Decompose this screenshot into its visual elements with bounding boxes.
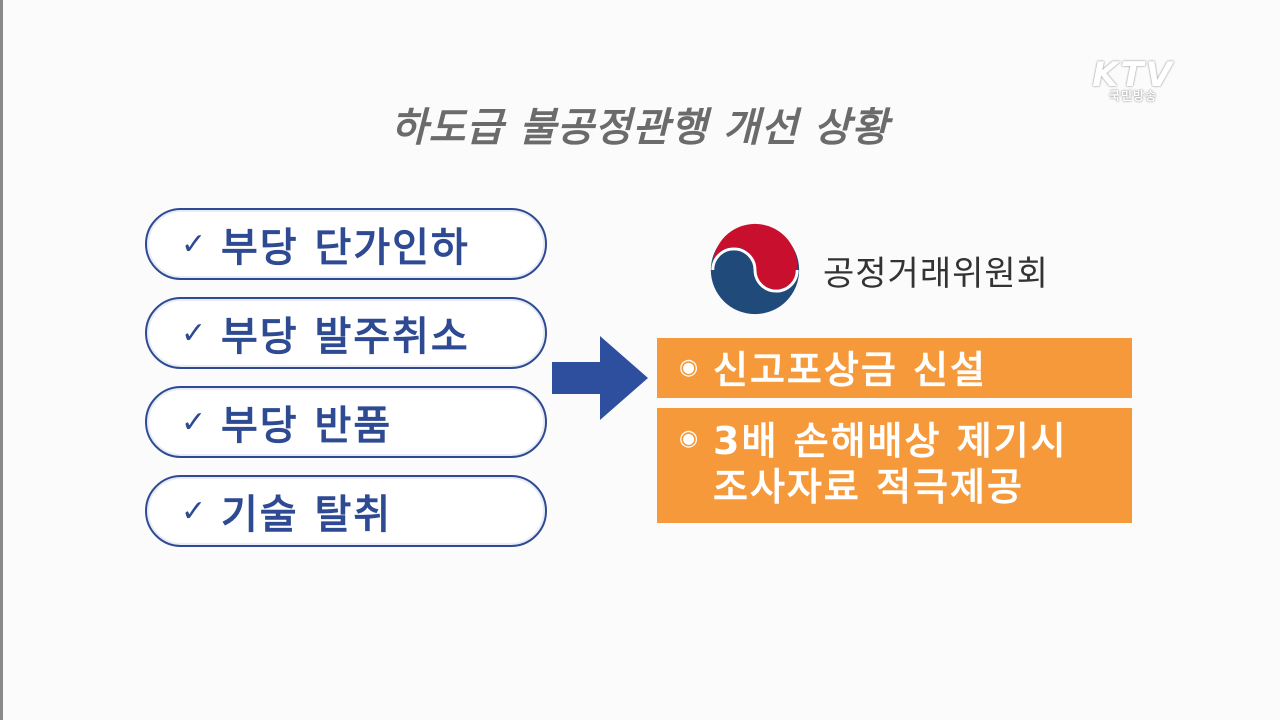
issue-pill-tech-theft: ✓ 기술 탈취 — [145, 475, 547, 547]
issue-pill-order-cancel: ✓ 부당 발주취소 — [145, 297, 547, 369]
issue-label: 기술 탈취 — [221, 492, 393, 538]
measure-box-reward: ◉ 신고포상금 신설 — [657, 338, 1132, 398]
government-emblem-icon — [710, 223, 800, 315]
agency-name: 공정거래위원회 — [823, 253, 1049, 294]
check-icon: ✓ — [181, 315, 207, 351]
right-arrow-icon — [552, 336, 648, 420]
bullet-icon: ◉ — [679, 355, 699, 380]
issue-label: 부당 단가인하 — [221, 225, 470, 271]
check-icon: ✓ — [181, 404, 207, 440]
issue-list: ✓ 부당 단가인하 ✓ 부당 발주취소 ✓ 부당 반품 ✓ 기술 탈취 — [145, 208, 547, 564]
measure-box-damages: ◉ 3배 손해배상 제기시 조사자료 적극제공 — [657, 408, 1132, 523]
left-edge-divider — [0, 0, 3, 720]
measure-text: 신고포상금 신설 — [713, 348, 987, 392]
ktv-logo-subtext: 국민방송 — [1108, 89, 1158, 103]
measure-text-line-2: 조사자료 적극제공 — [713, 465, 1024, 509]
bullet-icon: ◉ — [679, 426, 699, 451]
issue-label: 부당 발주취소 — [221, 314, 470, 360]
issue-pill-return: ✓ 부당 반품 — [145, 386, 547, 458]
check-icon: ✓ — [181, 493, 207, 529]
measure-text: 3배 손해배상 제기시 조사자료 적극제공 — [713, 418, 1068, 510]
ktv-logo-mark: KTV — [1092, 55, 1174, 95]
issue-label: 부당 반품 — [221, 403, 393, 449]
measure-text-line-1: 3배 손해배상 제기시 — [713, 419, 1068, 463]
agency-header: 공정거래위원회 — [707, 222, 1049, 318]
check-icon: ✓ — [181, 226, 207, 262]
page-title: 하도급 불공정관행 개선 상황 — [390, 105, 890, 151]
ktv-logo: KTV 국민방송 — [1068, 58, 1198, 104]
issue-pill-price-cut: ✓ 부당 단가인하 — [145, 208, 547, 280]
